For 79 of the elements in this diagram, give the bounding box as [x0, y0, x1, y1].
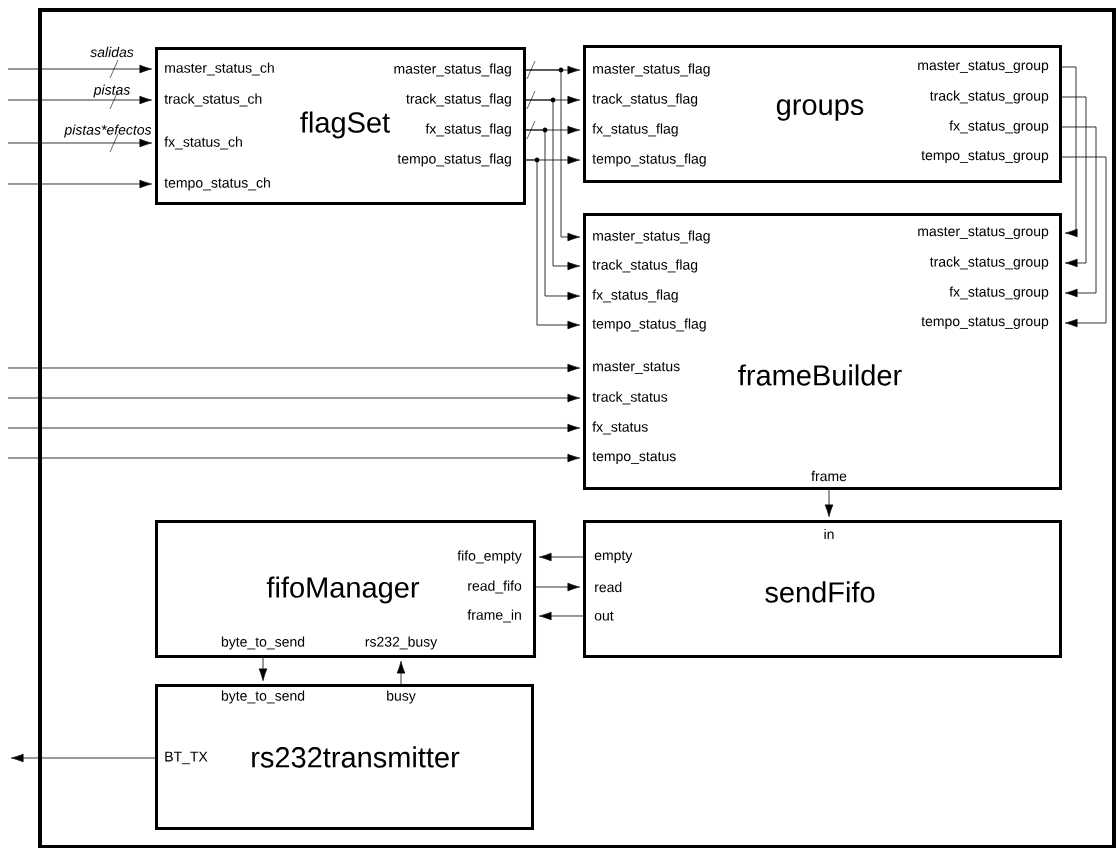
arrow [7, 179, 152, 189]
port-label: track_status_group [929, 90, 1049, 104]
port-label: track_status_flag [592, 93, 698, 107]
arrow [539, 552, 584, 562]
arrow [7, 453, 580, 463]
module-box [155, 520, 536, 658]
port-label: master_status_flag [394, 63, 511, 77]
arrow [7, 64, 152, 74]
port-label: frame_in [467, 609, 521, 623]
arrow [525, 99, 580, 271]
port-label: tempo_status_group [921, 317, 1049, 329]
port-label: tempo_status_flag [592, 153, 706, 167]
port-label: master_status_group [918, 61, 1049, 73]
port-label: fx_status_group [949, 286, 1049, 300]
port-label: tempo_status_flag [592, 318, 706, 332]
arrow [7, 423, 580, 433]
arrow [539, 611, 584, 621]
arrow [1061, 66, 1078, 238]
port-label: track_status_flag [406, 93, 511, 107]
arrow [525, 159, 580, 330]
port-label: read_fifo [468, 580, 522, 594]
arrow [525, 69, 580, 242]
port-label: byte_to_send [221, 636, 305, 650]
arrow [7, 95, 152, 105]
port-label: rs232_busy [365, 636, 438, 650]
arrow [525, 129, 580, 301]
edge-label: pistas [93, 84, 130, 98]
arrow [396, 661, 406, 685]
port-label: fx_status [592, 421, 648, 435]
module-box [155, 684, 534, 830]
arrow [1061, 126, 1097, 298]
port-label: fifo_empty [457, 550, 522, 564]
module-box [583, 213, 1062, 490]
port-label: out [594, 611, 614, 621]
module-name: groups [776, 99, 864, 121]
port-label: tempo_status_ch [164, 177, 270, 191]
port-label: master_status_ch [165, 62, 274, 76]
arrow [258, 657, 268, 681]
port-label: busy [387, 690, 416, 704]
arrow [824, 489, 834, 517]
port-label: read [595, 581, 622, 593]
module-name: frameBuilder [738, 364, 902, 386]
port-label: track_status_flag [592, 259, 698, 273]
arrow [7, 138, 152, 148]
port-label: BT_TX [165, 751, 208, 765]
port-label: fx_status_group [949, 120, 1049, 134]
edge-label: pistas*efectos [64, 124, 152, 138]
edge-label: salidas [90, 46, 134, 58]
port-label: fx_status_flag [592, 289, 678, 303]
port-label: track_status_ch [164, 93, 262, 107]
port-label: in [824, 528, 834, 540]
module-name: sendFifo [765, 581, 875, 603]
port-label: track_status [592, 391, 668, 405]
arrow [1061, 96, 1087, 268]
arrow [7, 393, 580, 403]
port-label: tempo_status_group [921, 151, 1049, 163]
arrow [7, 363, 580, 373]
port-label: tempo_status_flag [397, 153, 511, 167]
port-label: master_status_flag [593, 230, 710, 244]
arrow [11, 753, 156, 763]
arrow [1061, 156, 1107, 328]
port-label: master_status [593, 362, 680, 374]
port-label: byte_to_send [221, 690, 305, 704]
module-box [155, 47, 526, 205]
port-label: fx_status_ch [164, 136, 242, 150]
module-box [583, 45, 1062, 183]
port-label: master_status_group [918, 227, 1049, 239]
port-label: fx_status_flag [592, 123, 678, 137]
module-name: fifoManager [266, 576, 420, 604]
port-label: master_status_flag [593, 63, 710, 77]
module-box [583, 520, 1062, 658]
arrow [535, 582, 580, 592]
port-label: frame [811, 470, 847, 482]
port-label: empty [594, 551, 633, 563]
module-name: flagSet [300, 111, 390, 139]
port-label: tempo_status [592, 452, 676, 464]
port-label: fx_status_flag [425, 123, 511, 137]
port-label: track_status_group [929, 256, 1049, 270]
module-name: rs232transmitter [252, 746, 460, 768]
